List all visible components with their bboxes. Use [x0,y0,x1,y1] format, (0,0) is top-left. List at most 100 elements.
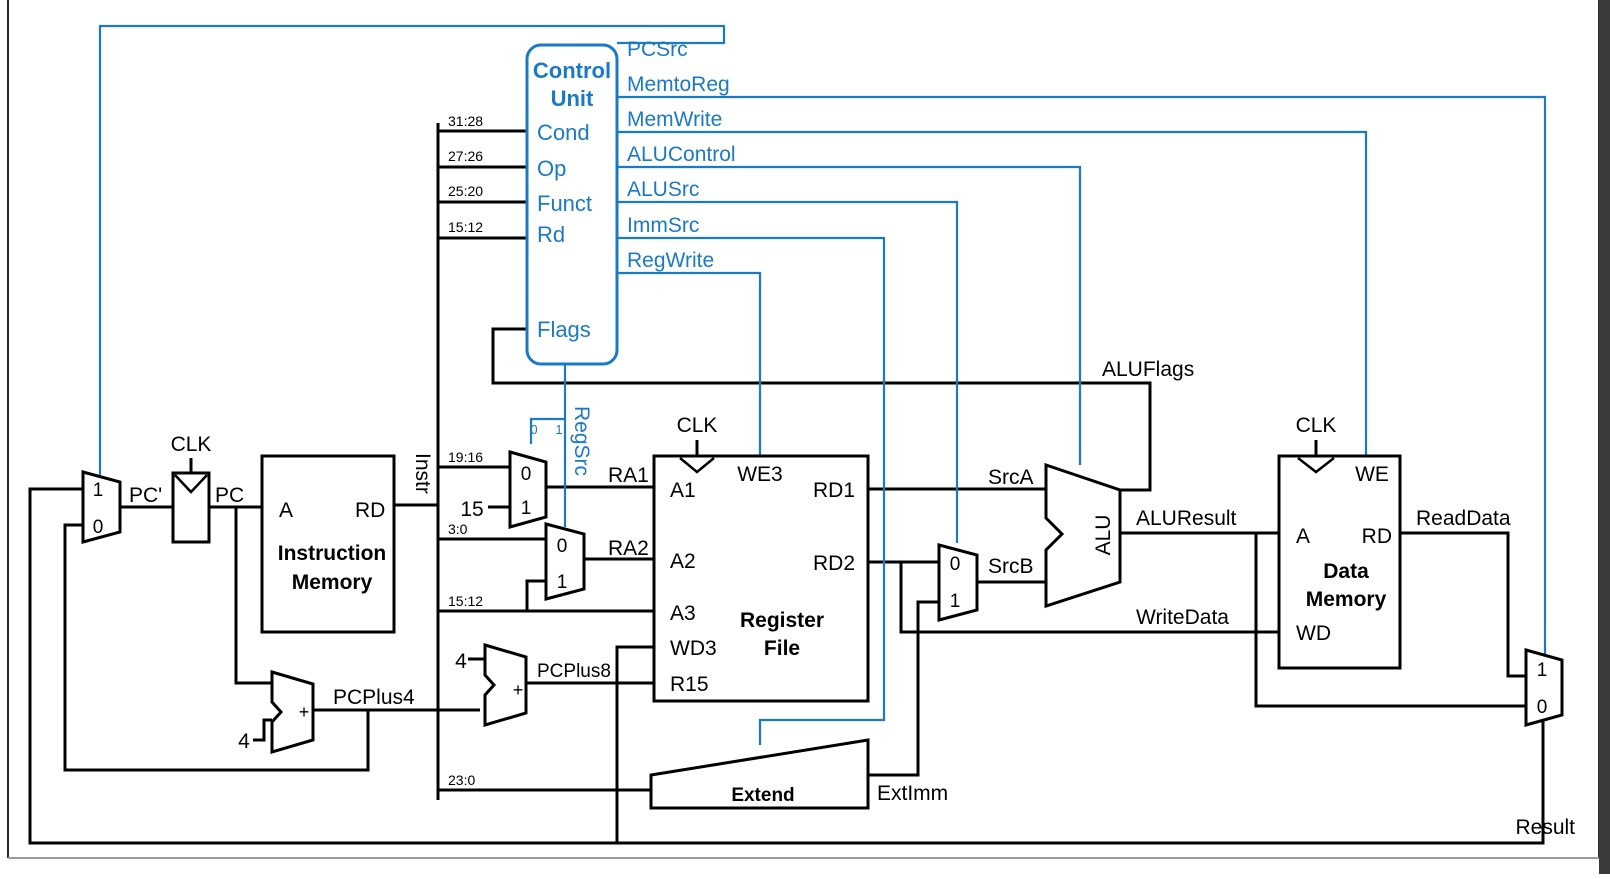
field-19-16: 19:16 [448,449,483,465]
field-23-0: 23:0 [448,772,475,788]
dmem-clk-label: CLK [1296,414,1337,437]
data-memory: CLK WE A RD Data Memory WD ReadData [1277,414,1511,670]
control-unit-title-1: Control [533,58,611,83]
dmem-title-1: Data [1323,560,1369,583]
ra1-const-15: 15 [460,498,483,521]
srcb-mux: 0 1 SrcB [937,543,1034,622]
extend-unit: Extend ExtImm [649,738,948,810]
dmem-port-wd: WD [1296,622,1331,645]
op-input-label: Op [537,156,566,181]
readdata-label: ReadData [1416,507,1511,530]
alucontrol-label: ALUControl [627,143,736,166]
regsrc-label: RegSrc [570,406,593,476]
result-mux: 1 0 Result [1515,648,1575,839]
regfile-title-1: Register [740,609,824,632]
writedata-label: WriteData [1136,606,1229,629]
regfile-wd3: WD3 [670,637,717,660]
instruction-memory: A RD Instruction Memory [260,454,396,634]
imem-title-2: Memory [292,571,373,594]
ra1-mux: 0 1 15 RA1 [460,450,649,529]
field-25-20: 25:20 [448,183,483,199]
field-3-0: 3:0 [448,521,468,537]
rd-input-label: Rd [537,222,565,247]
pcplus4-label: PCPlus4 [333,686,415,709]
regfile-a3: A3 [670,602,696,625]
control-wires [98,24,1547,745]
regwrite-label: RegWrite [627,249,714,272]
regfile-a2: A2 [670,550,696,573]
imem-port-rd: RD [355,499,385,522]
control-output-labels: PCSrc MemtoReg MemWrite ALUControl ALUSr… [530,38,735,476]
result-label: Result [1515,816,1575,839]
pcplus4-const: 4 [238,730,250,753]
register-file: CLK WE3 A1 A2 A3 WD3 R15 RD1 RD2 Registe… [652,414,870,703]
dmem-port-a: A [1296,525,1310,548]
field-15-12-b: 15:12 [448,593,483,609]
pcplus8-plus: + [513,680,524,700]
field-15-12-a: 15:12 [448,219,483,235]
memtoreg-label: MemtoReg [627,73,730,96]
pcplus4-adder: + 4 PCPlus4 [238,669,415,755]
imem-title-1: Instruction [278,542,387,565]
alu: ALU SrcA ALUFlags ALUResult [988,358,1237,609]
pcplus8-const: 4 [455,650,467,673]
control-unit: Control Unit Cond Op Funct Rd Flags [525,43,619,366]
pc-label: PC [215,484,244,507]
field-27-26: 27:26 [448,148,483,164]
pcplus4-plus: + [299,702,310,722]
dmem-we: WE [1355,463,1389,486]
regfile-rd1: RD1 [813,479,855,502]
ra1-mux-in0: 0 [521,464,532,485]
aluresult-label: ALUResult [1136,507,1237,530]
aluflags-label: ALUFlags [1102,358,1194,381]
regfile-we3: WE3 [737,463,783,486]
flags-input-label: Flags [537,317,591,342]
extend-label: Extend [731,785,794,806]
imem-port-a: A [279,499,293,522]
dmem-title-2: Memory [1306,588,1387,611]
ra1-label: RA1 [608,464,649,487]
pcplus8-label: PCPlus8 [537,661,611,682]
instr-field-labels: 31:28 27:26 25:20 15:12 19:16 3:0 15:12 … [411,113,483,788]
instr-bus-label: Instr [411,453,434,494]
srca-label: SrcA [988,466,1034,489]
ra2-mux-in1: 1 [557,572,568,593]
immsrc-label: ImmSrc [627,214,699,237]
pc-prime-label: PC' [129,484,162,507]
datapath-wires [28,123,1562,845]
srcb-mux-in0: 0 [950,554,961,575]
cond-input-label: Cond [537,120,590,145]
alusrc-label: ALUSrc [627,178,699,201]
pc-register: CLK PC' PC [129,433,244,544]
srcb-mux-in1: 1 [950,591,961,612]
control-unit-title-2: Unit [551,86,594,111]
memwrite-label: MemWrite [627,108,722,131]
field-31-28: 31:28 [448,113,483,129]
pc-clk-label: CLK [171,433,212,456]
extimm-label: ExtImm [877,782,948,805]
pc-mux-in0-label: 0 [93,517,104,538]
ra2-label: RA2 [608,537,649,560]
regfile-rd2: RD2 [813,552,855,575]
dmem-port-rd: RD [1362,525,1392,548]
regfile-a1: A1 [670,479,696,502]
pc-mux: 1 0 [81,470,122,544]
funct-input-label: Funct [537,191,592,216]
pcsrc-label: PCSrc [627,38,688,61]
ra1-mux-in1: 1 [521,498,532,519]
alu-label: ALU [1092,515,1115,556]
ra2-mux-in0: 0 [557,536,568,557]
result-mux-in1: 1 [1537,660,1548,681]
srcb-label: SrcB [988,555,1034,578]
pcplus8-adder: + 4 PCPlus8 [455,642,611,728]
result-mux-in0: 0 [1537,697,1548,718]
regfile-title-2: File [764,637,800,660]
ra2-mux: 0 1 RA2 [544,522,649,601]
regfile-r15: R15 [670,673,709,696]
pc-mux-in1-label: 1 [93,480,104,501]
regfile-clk-label: CLK [677,414,718,437]
regsrc-bit1-label: 1 [555,422,562,437]
